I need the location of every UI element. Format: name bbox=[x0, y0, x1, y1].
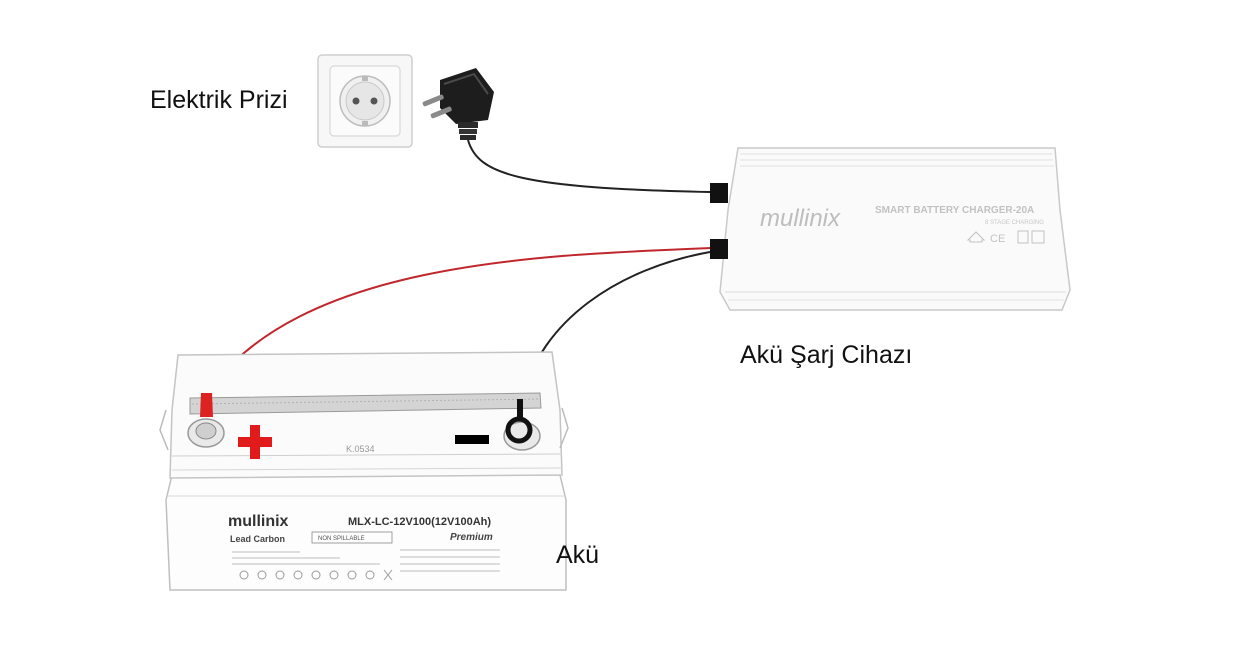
battery-brand: mullinix bbox=[228, 513, 289, 530]
power-plug bbox=[422, 68, 494, 140]
battery-lid-code: K.0534 bbox=[346, 444, 375, 454]
battery-series: Premium bbox=[450, 532, 493, 543]
battery-model: MLX-LC-12V100(12V100Ah) bbox=[348, 516, 491, 528]
battery-charger: mullinix SMART BATTERY CHARGER-20A 8 STA… bbox=[710, 147, 1071, 311]
minus-sign-icon bbox=[455, 435, 489, 444]
charger-marks: CE bbox=[990, 233, 1005, 245]
battery-spec-lines bbox=[232, 549, 500, 572]
charger-model: SMART BATTERY CHARGER-20A bbox=[875, 205, 1034, 216]
charger-brand: mullinix bbox=[760, 205, 841, 232]
charger-label: Akü Şarj Cihazı bbox=[740, 341, 913, 369]
battery-label: Akü bbox=[556, 541, 600, 569]
battery-type: Lead Carbon bbox=[230, 534, 285, 544]
plus-sign-icon bbox=[238, 425, 272, 459]
battery-warning-icons bbox=[239, 569, 393, 581]
wall-socket bbox=[317, 54, 413, 148]
mains-cable bbox=[467, 139, 711, 193]
battery-handle bbox=[189, 392, 542, 415]
negative-terminal bbox=[503, 399, 541, 451]
charger-subtitle: 8 STAGE CHARGING bbox=[985, 220, 1044, 226]
battery: K.0534 mullinix MLX-LC-12V100(12V100Ah) … bbox=[159, 351, 569, 591]
positive-terminal bbox=[187, 393, 225, 448]
battery-spillable: NON SPILLABLE bbox=[318, 536, 365, 542]
socket-label: Elektrik Prizi bbox=[150, 86, 288, 114]
positive-wire bbox=[207, 247, 711, 393]
certification-icon: CE bbox=[966, 230, 1045, 245]
